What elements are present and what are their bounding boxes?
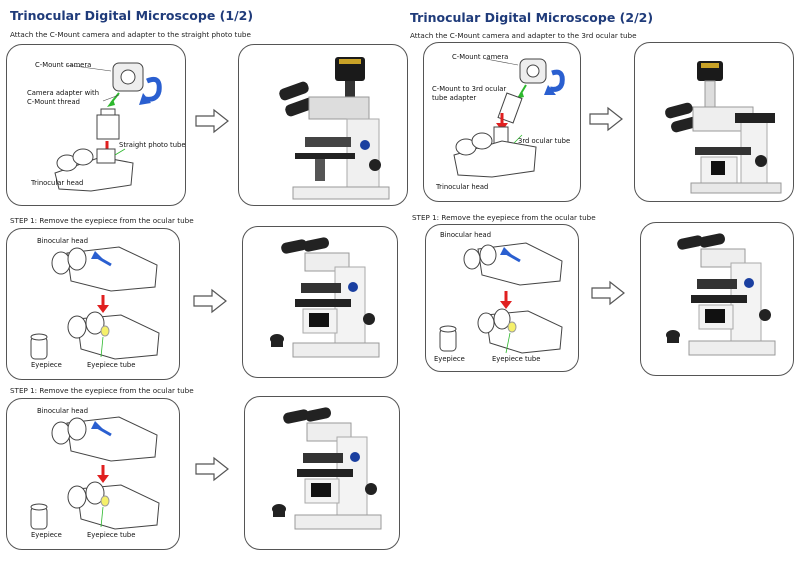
eyepiece-removal-diagram-panel-2: Binocular head Eyepiece Eyepiece tube [6, 398, 180, 550]
eyepiece-removal-diagram-1 [30, 246, 160, 360]
eyepiece-removal-diagram-panel-3: Binocular head Eyepiece Eyepiece tube [425, 224, 579, 372]
step1-heading-right: STEP 1: Remove the eyepiece from the ocu… [412, 213, 596, 222]
section1-title: Trinocular Digital Microscope (1/2) [10, 8, 254, 23]
binocular-microscope-image-3 [666, 233, 776, 356]
camera-mount-diagram-panel-1: C-Mount camera Camera adapter with C-Mou… [6, 44, 186, 206]
label-eyepiece-3: Eyepiece [434, 355, 465, 363]
label-c-mount-adapter-line2: tube adapter [432, 94, 477, 102]
binocular-microscope-photo-panel-2 [244, 396, 400, 550]
right-arrow-icon [589, 106, 623, 132]
trinocular-microscope-image-1 [279, 57, 390, 200]
eyepiece-removal-diagram-3 [439, 242, 563, 354]
label-camera-adapter-line1: Camera adapter with [27, 89, 100, 97]
step1-heading-row2: STEP 1: Remove the eyepiece from the ocu… [10, 386, 194, 395]
right-arrow-icon [591, 280, 625, 306]
label-c-mount-adapter-line1: C-Mount to 3rd ocular [432, 85, 507, 93]
step1-heading-row1: STEP 1: Remove the eyepiece from the ocu… [10, 216, 194, 225]
label-eyepiece-tube-2: Eyepiece tube [87, 531, 136, 539]
binocular-microscope-image-1 [270, 237, 380, 358]
right-arrow-icon [195, 456, 229, 482]
label-3rd-ocular-tube: 3rd ocular tube [518, 137, 571, 145]
trinocular-microscope-photo-panel-2 [634, 42, 794, 202]
binocular-microscope-photo-panel-3 [640, 222, 794, 376]
right-arrow-icon [193, 288, 227, 314]
label-eyepiece-tube-1: Eyepiece tube [87, 361, 136, 369]
section2-title: Trinocular Digital Microscope (2/2) [410, 10, 654, 25]
eyepiece-removal-diagram-panel-1: Binocular head Eyepiece Eyepiece tube [6, 228, 180, 380]
label-c-mount-camera: C-Mount camera [35, 61, 92, 69]
label-eyepiece-2: Eyepiece [31, 531, 62, 539]
camera-mount-diagram-2 [453, 58, 565, 178]
label-eyepiece-tube-3: Eyepiece tube [492, 355, 541, 363]
label-binocular-head-1: Binocular head [37, 237, 89, 245]
label-trinocular-head: Trinocular head [31, 179, 84, 187]
eyepiece-removal-diagram-2 [30, 416, 160, 530]
label-binocular-head-2: Binocular head [37, 407, 89, 415]
section1-subtitle: Attach the C-Mount camera and adapter to… [10, 30, 251, 39]
binocular-microscope-photo-panel-1 [242, 226, 398, 378]
section2-subtitle: Attach the C-Mount camera and adapter to… [410, 31, 637, 40]
label-binocular-head-3: Binocular head [440, 231, 492, 239]
camera-mount-diagram-panel-2: C-Mount camera C-Mount to 3rd ocular tub… [423, 42, 581, 202]
label-eyepiece-1: Eyepiece [31, 361, 62, 369]
label-camera-adapter-line2: C-Mount thread [27, 98, 80, 106]
binocular-microscope-image-2 [272, 407, 382, 530]
label-trinocular-head-2: Trinocular head [436, 183, 489, 191]
label-straight-photo-tube: Straight photo tube [119, 141, 186, 149]
trinocular-microscope-image-2 [665, 61, 782, 194]
right-arrow-icon [195, 108, 229, 134]
label-c-mount-camera-2: C-Mount camera [452, 53, 509, 61]
trinocular-microscope-photo-panel-1 [238, 44, 408, 206]
camera-mount-diagram-1 [54, 62, 162, 192]
